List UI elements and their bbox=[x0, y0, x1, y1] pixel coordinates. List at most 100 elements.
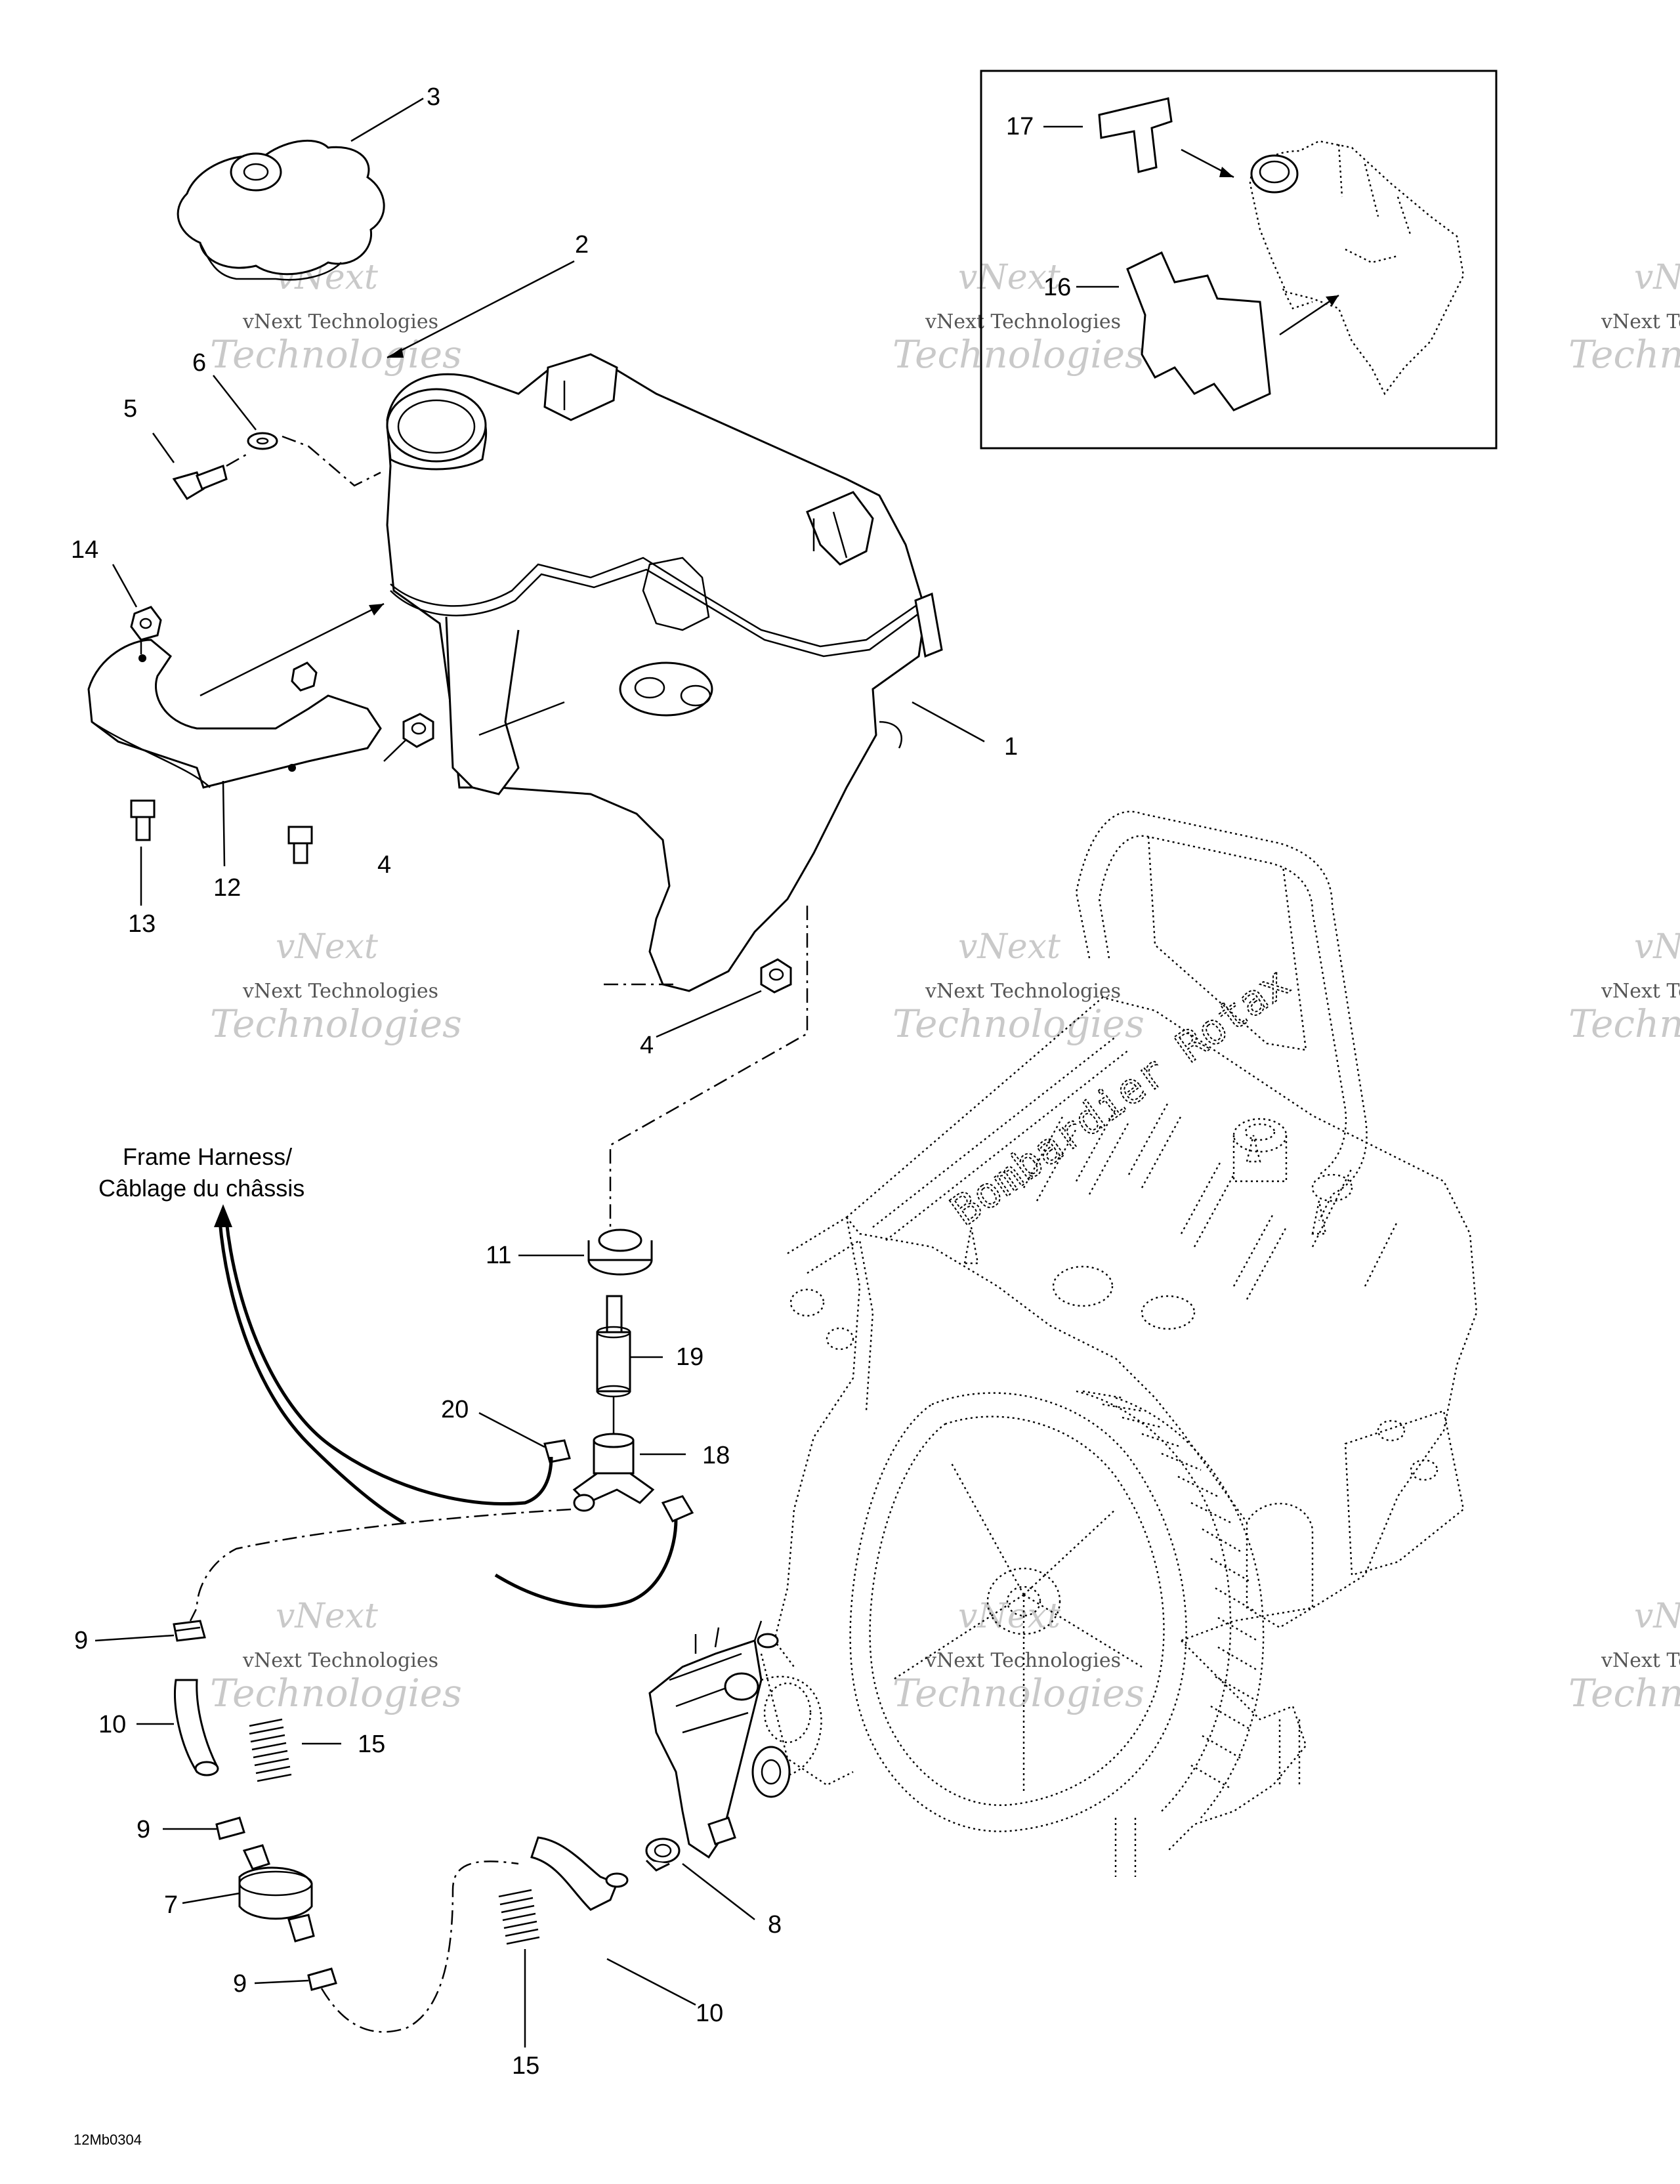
svg-text:vNext Technologies: vNext Technologies bbox=[925, 310, 1121, 333]
clamp-9-mid bbox=[215, 1816, 245, 1840]
callout-15: 15 bbox=[512, 2052, 539, 2080]
harness-label-line-1: Frame Harness/ bbox=[123, 1143, 292, 1170]
inset-detail bbox=[980, 70, 1498, 450]
svg-text:vNext Technologies: vNext Technologies bbox=[1601, 1649, 1680, 1672]
callout-9: 9 bbox=[74, 1627, 88, 1654]
watermark: vNext vNext Technologies Technologies bbox=[210, 1597, 462, 1715]
bolt-5 bbox=[172, 465, 228, 501]
harness-arrow bbox=[214, 1204, 232, 1227]
svg-text:vNext Technologies: vNext Technologies bbox=[242, 310, 438, 333]
callout-14: 14 bbox=[71, 536, 98, 564]
level-sensor-19 bbox=[596, 1295, 631, 1440]
engine: Bombardier Rotax bbox=[760, 810, 1478, 1877]
callout-3: 3 bbox=[427, 83, 440, 111]
svg-text:Technologies: Technologies bbox=[892, 1001, 1144, 1046]
harness-label-line-2: Câblage du châssis bbox=[98, 1175, 304, 1202]
assembly-line-tank-grommet bbox=[609, 906, 808, 1234]
clamp-8 bbox=[645, 1838, 681, 1872]
filter-7 bbox=[238, 1844, 315, 1942]
nut-4-lower bbox=[760, 958, 792, 994]
nut-14 bbox=[130, 606, 162, 641]
svg-text:vNext Technologies: vNext Technologies bbox=[242, 980, 438, 1003]
callout-16: 16 bbox=[1043, 274, 1071, 301]
callout-leaders bbox=[94, 97, 1119, 2048]
svg-text:vNext Technologies: vNext Technologies bbox=[1601, 310, 1680, 333]
connector-20 bbox=[543, 1439, 571, 1463]
svg-text:Technologies: Technologies bbox=[892, 1671, 1144, 1715]
callout-8: 8 bbox=[768, 1911, 782, 1939]
arrow-shield-head bbox=[369, 604, 384, 616]
sensor-housing-18 bbox=[572, 1433, 655, 1512]
callout-9: 9 bbox=[136, 1816, 150, 1843]
watermark: vNext vNext Technologies Technologies bbox=[892, 258, 1144, 377]
grommet-11 bbox=[587, 1228, 653, 1276]
washer-6 bbox=[247, 432, 278, 450]
svg-text:vNext Technologies: vNext Technologies bbox=[1601, 980, 1680, 1003]
svg-text:vNext: vNext bbox=[1634, 1597, 1680, 1636]
inset-frame bbox=[980, 70, 1498, 450]
svg-text:vNext: vNext bbox=[958, 258, 1060, 297]
svg-text:Technologies: Technologies bbox=[892, 332, 1144, 377]
callout-6: 6 bbox=[192, 349, 206, 377]
filler-cap-3 bbox=[177, 139, 385, 281]
watermark: vNext vNext Technologies Technologies bbox=[210, 927, 462, 1046]
callout-1: 1 bbox=[1004, 733, 1018, 761]
arrow-16-head bbox=[1326, 295, 1339, 306]
callout-9: 9 bbox=[233, 1970, 247, 1998]
callout-19: 19 bbox=[676, 1343, 704, 1371]
svg-text:vNext: vNext bbox=[1634, 927, 1680, 967]
watermarks: vNext vNext Technologies Technologies vN… bbox=[210, 258, 1680, 1715]
callout-17: 17 bbox=[1006, 113, 1034, 140]
watermark: vNext vNext Technologies Technologies bbox=[1568, 258, 1680, 377]
callout-10: 10 bbox=[696, 2000, 723, 2027]
svg-text:vNext: vNext bbox=[958, 927, 1060, 967]
callout-20: 20 bbox=[441, 1396, 469, 1423]
oil-pump bbox=[648, 1620, 791, 1859]
svg-text:Technologies: Technologies bbox=[1568, 332, 1680, 377]
svg-text:Technologies: Technologies bbox=[1568, 1001, 1680, 1046]
fuel-line-lower bbox=[320, 1860, 519, 2033]
callout-13: 13 bbox=[128, 910, 156, 938]
drawing-number: 12Mb0304 bbox=[74, 2132, 142, 2148]
svg-text:vNext Technologies: vNext Technologies bbox=[242, 1649, 438, 1672]
watermark: vNext vNext Technologies Technologies bbox=[892, 927, 1144, 1046]
callout-18: 18 bbox=[702, 1442, 730, 1469]
svg-text:vNext Technologies: vNext Technologies bbox=[925, 1649, 1121, 1672]
hose-10-lower bbox=[530, 1836, 629, 1911]
callout-11: 11 bbox=[486, 1242, 511, 1269]
gasket-16 bbox=[1126, 251, 1271, 411]
callout-7: 7 bbox=[164, 1891, 178, 1919]
svg-text:vNext Technologies: vNext Technologies bbox=[925, 980, 1121, 1003]
bolt-12-lower bbox=[287, 826, 313, 864]
spring-15-upper bbox=[249, 1718, 292, 1782]
callout-4: 4 bbox=[377, 851, 391, 879]
callout-labels: 1 2 3 4 4 5 6 7 8 9 9 9 10 10 11 12 13 1… bbox=[71, 83, 1071, 2080]
callout-5: 5 bbox=[123, 395, 137, 423]
svg-text:vNext: vNext bbox=[276, 927, 378, 967]
callout-2: 2 bbox=[575, 231, 589, 259]
svg-text:vNext: vNext bbox=[958, 1597, 1060, 1636]
nut-4-upper bbox=[402, 713, 434, 748]
watermark: vNext vNext Technologies Technologies bbox=[210, 258, 462, 377]
frame-harness bbox=[189, 1204, 678, 1622]
svg-text:Technologies: Technologies bbox=[1568, 1671, 1680, 1715]
arrow-16 bbox=[1279, 294, 1339, 336]
hose-10-upper bbox=[174, 1679, 219, 1776]
callout-15: 15 bbox=[358, 1731, 385, 1758]
callout-4: 4 bbox=[640, 1032, 654, 1059]
connector-right bbox=[661, 1495, 694, 1522]
nut-shield-top bbox=[291, 662, 318, 692]
svg-text:Technologies: Technologies bbox=[210, 332, 462, 377]
oil-tank-1 bbox=[386, 353, 943, 992]
svg-text:vNext: vNext bbox=[1634, 258, 1680, 297]
decal-17 bbox=[1098, 97, 1173, 173]
svg-text:Technologies: Technologies bbox=[210, 1001, 462, 1046]
svg-text:Technologies: Technologies bbox=[210, 1671, 462, 1715]
callout-12: 12 bbox=[213, 874, 241, 902]
clamp-9-lower bbox=[307, 1967, 337, 1991]
assembly-line-5 bbox=[226, 435, 381, 487]
clamp-9-upper bbox=[173, 1620, 206, 1642]
inset-tank bbox=[1249, 140, 1465, 396]
watermark: vNext vNext Technologies Technologies bbox=[1568, 1597, 1680, 1715]
